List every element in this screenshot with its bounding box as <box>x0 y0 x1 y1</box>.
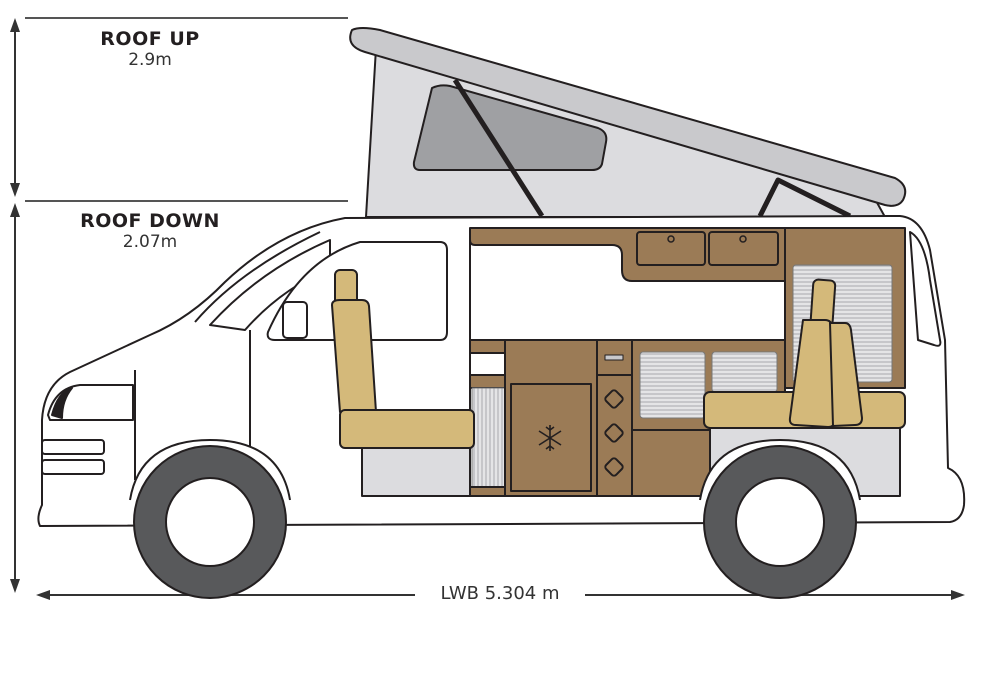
mirror <box>282 301 308 339</box>
front-seat <box>331 269 475 497</box>
roof-window <box>412 84 608 171</box>
windscreen-line <box>194 231 321 323</box>
a-pillar <box>209 239 331 331</box>
roof-down-dimension: ROOF DOWN 2.07m <box>40 210 260 252</box>
roof-up-label: ROOF UP <box>100 28 200 50</box>
roof-up-value: 2.9m <box>128 50 172 70</box>
roof-strut <box>452 78 545 218</box>
cupboard-handle <box>667 235 675 243</box>
front-wheel <box>129 439 291 599</box>
cupboard-door <box>636 231 706 266</box>
cupboard-handle <box>739 235 747 243</box>
length-label: LWB 5.304 m <box>415 583 585 604</box>
roof-strut <box>757 177 852 219</box>
hob-knob-icon <box>604 389 624 477</box>
cupboard-door <box>708 231 779 266</box>
kitchen-units <box>469 339 786 497</box>
roof-down-value: 2.07m <box>122 232 178 252</box>
rear-wheel <box>699 439 861 599</box>
hob-column <box>596 339 633 497</box>
roof-down-label: ROOF DOWN <box>80 210 220 232</box>
rear-window <box>909 231 942 347</box>
grille <box>41 439 105 455</box>
snowflake-icon <box>538 425 562 451</box>
pop-up-roof <box>349 27 907 219</box>
headlight <box>47 384 134 421</box>
roof-up-dimension: ROOF UP 2.9m <box>60 28 240 70</box>
